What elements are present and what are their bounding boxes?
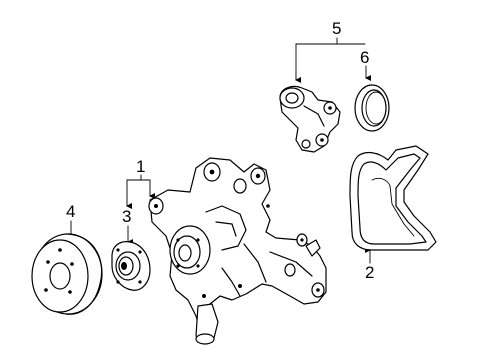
leader-5 [295,37,366,83]
callout-6: 6 [360,48,369,67]
gasket-part [349,145,437,251]
pulley-part [31,233,103,315]
callout-5: 5 [332,19,341,38]
callout-2: 2 [365,263,374,282]
callout-4: 4 [66,202,75,221]
seal-ring-part [354,84,390,132]
thermostat-part [279,85,341,153]
callout-1: 1 [136,157,145,176]
leader-1 [126,174,155,209]
callout-3: 3 [122,207,131,226]
water-pump-part [148,157,327,345]
hub-part [111,241,151,291]
